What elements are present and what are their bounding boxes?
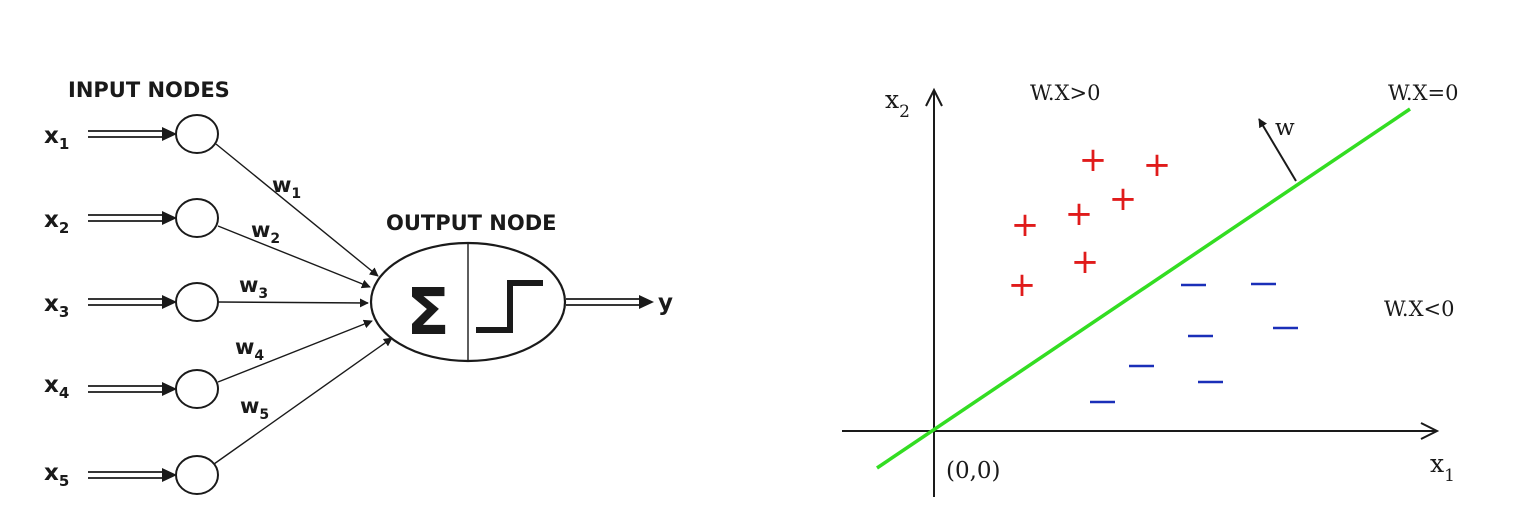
- output-node: Σ: [369, 241, 567, 363]
- double-arrow-shaft: [88, 385, 165, 393]
- connection-4: [217, 319, 373, 383]
- input-2: x2: [44, 198, 219, 238]
- y-axis-label: x2: [885, 85, 910, 122]
- output-label: y: [658, 290, 673, 316]
- input-node-circle: [175, 114, 219, 154]
- weight-label-4: w4: [235, 335, 264, 364]
- positive-sample-marker: +: [1011, 205, 1040, 245]
- input-nodes-header: INPUT NODES: [68, 78, 230, 102]
- positive-region-label: W.X>0: [1030, 81, 1101, 105]
- double-arrow-head: [162, 211, 177, 225]
- weight-label-5: w5: [240, 394, 269, 423]
- input-node-circle: [175, 282, 219, 322]
- weight-label-1: w1: [272, 173, 301, 202]
- x-axis-label: x1: [1430, 449, 1455, 486]
- normal-vector-label: w: [1275, 115, 1295, 141]
- double-arrow-head: [639, 295, 654, 309]
- input-node-circle: [175, 198, 219, 238]
- x-axis-arrowhead: [1420, 422, 1440, 440]
- input-label: x2: [44, 207, 69, 237]
- step-function-icon: [476, 280, 543, 333]
- double-arrow-shaft: [88, 214, 165, 222]
- double-arrow-head: [162, 295, 177, 309]
- decision-boundary-line: [876, 107, 1411, 470]
- double-arrow-shaft: [88, 298, 165, 306]
- input-5: x5: [44, 455, 219, 495]
- input-label: x5: [44, 460, 69, 490]
- weight-connections: [213, 143, 393, 465]
- double-arrow-shaft: [88, 130, 165, 138]
- negative-region-label: W.X<0: [1384, 297, 1455, 321]
- y-axis-arrowhead: [925, 87, 943, 107]
- decision-boundary-plot: x2 x1 (0,0) W.X>0 W.X=0 W.X<0 w + + + + …: [842, 81, 1459, 497]
- origin-label: (0,0): [946, 458, 1001, 484]
- positive-sample-marker: +: [1079, 140, 1108, 180]
- output-arrow: [566, 295, 654, 309]
- input-1: x1: [44, 114, 219, 154]
- input-label: x4: [44, 372, 69, 402]
- negative-samples: [1090, 282, 1298, 404]
- input-node-circle: [175, 369, 219, 409]
- weight-label-3: w3: [239, 273, 268, 302]
- connection-5: [213, 337, 393, 465]
- input-4: x4: [44, 369, 219, 409]
- perceptron-diagram: INPUT NODES OUTPUT NODE x1 x2 x3 x4: [44, 78, 673, 495]
- double-arrow-shaft: [566, 298, 642, 306]
- weight-label-2: w2: [251, 218, 280, 247]
- positive-sample-marker: +: [1071, 242, 1100, 282]
- input-node-circle: [175, 455, 219, 495]
- connection-3: [217, 298, 369, 308]
- boundary-equation-label: W.X=0: [1388, 81, 1459, 105]
- positive-samples: + + + + + + +: [1008, 140, 1172, 305]
- connection-2: [217, 225, 371, 289]
- positive-sample-marker: +: [1065, 194, 1094, 234]
- input-label: x1: [44, 123, 69, 153]
- input-label: x3: [44, 291, 69, 321]
- positive-sample-marker: +: [1008, 265, 1037, 305]
- normal-vector-arrow: [1258, 118, 1297, 182]
- connection-1: [215, 143, 379, 277]
- double-arrow-shaft: [88, 471, 165, 479]
- positive-sample-marker: +: [1109, 179, 1138, 219]
- input-3: x3: [44, 282, 219, 322]
- positive-sample-marker: +: [1143, 145, 1172, 185]
- double-arrow-head: [162, 468, 177, 482]
- double-arrow-head: [162, 127, 177, 141]
- double-arrow-head: [162, 382, 177, 396]
- output-node-header: OUTPUT NODE: [386, 211, 557, 235]
- summation-symbol: Σ: [406, 276, 450, 350]
